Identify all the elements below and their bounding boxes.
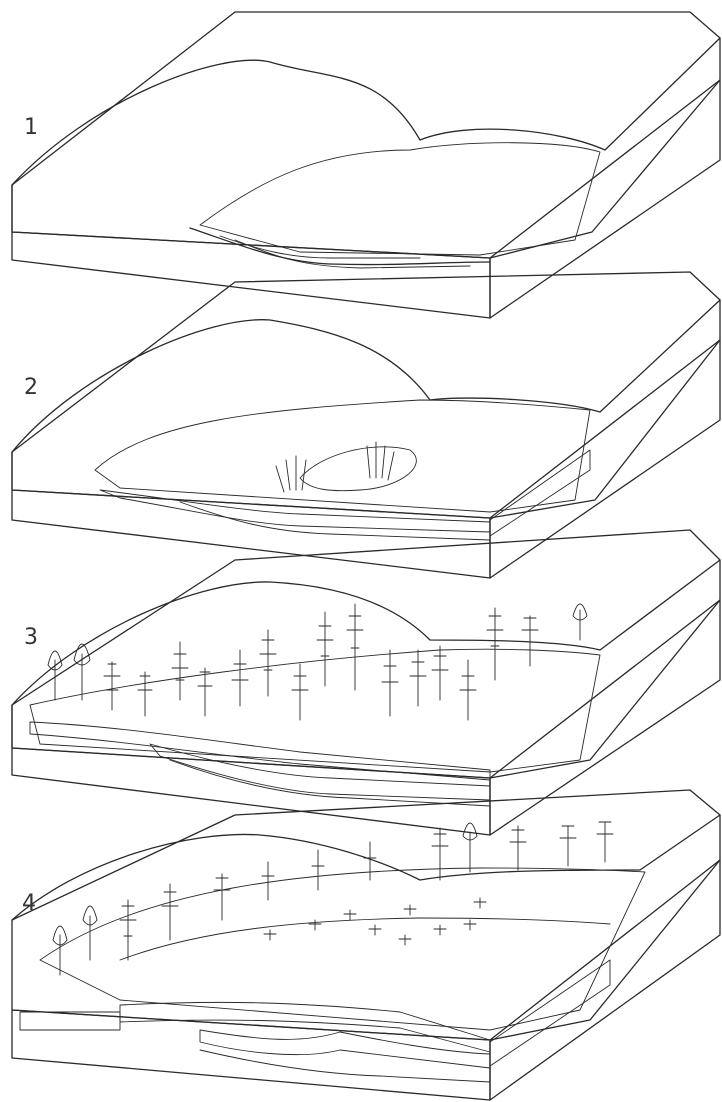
panel-2: 2 <box>12 272 720 578</box>
panel-3: 3 <box>12 530 720 835</box>
bog-shrubs <box>264 898 486 945</box>
tree-row <box>48 604 587 720</box>
tree-row <box>53 822 613 975</box>
panel-label-3: 3 <box>24 625 38 650</box>
panel-1: 1 <box>12 12 720 318</box>
panel-label-1: 1 <box>24 115 38 140</box>
reed-cluster <box>276 442 394 492</box>
panel-4: 4 <box>12 790 720 1100</box>
panel-label-2: 2 <box>24 375 38 400</box>
panel-label-4: 4 <box>22 891 36 916</box>
